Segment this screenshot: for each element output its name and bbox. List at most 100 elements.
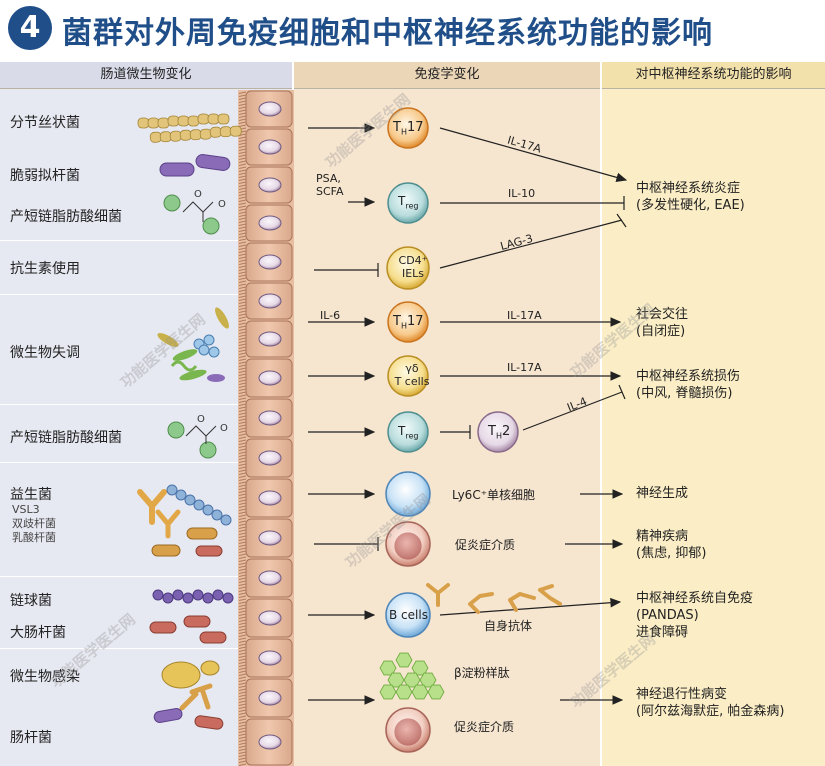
epithelial-cell — [245, 398, 293, 438]
label-sfb: 分节丝状菌 — [10, 115, 80, 131]
amyloid-hexagon — [395, 684, 413, 700]
outcome-psychiatric: 精神疾病(焦虑, 抑郁) — [636, 529, 707, 561]
probiotic-coccus — [220, 514, 232, 526]
signal-proinflam-2: 促炎症介质 — [454, 720, 515, 734]
probiotics-icon — [137, 484, 232, 557]
epithelial-cell — [245, 518, 293, 558]
signal-ly6c-monocyte: Ly6C⁺单核细胞 — [452, 488, 536, 502]
outcome-autoimmune: 中枢神经系统自免疫(PANDAS)进食障碍 — [636, 591, 754, 640]
amyloid-hexagon — [379, 684, 397, 700]
streptococcus-coccus — [222, 592, 234, 604]
th17-cell — [387, 107, 429, 149]
sfb-segment — [229, 125, 242, 137]
label-probiotics: 益生菌 — [10, 487, 52, 503]
probiotic-coccus — [193, 499, 205, 511]
signal-il17a-2: IL-17A — [507, 309, 542, 322]
label-scfa-producers: 产短链脂肪酸细菌 — [10, 209, 122, 225]
outcome-neurodegeneration: 神经退行性病变(阿尔兹海默症, 帕金森病) — [636, 687, 785, 719]
sfb-segment — [219, 126, 232, 138]
outcome-cns-injury: 中枢神经系统损伤(中风, 脊髓损伤) — [636, 369, 741, 401]
sfb-segment — [149, 131, 162, 143]
sfb-segment — [159, 131, 172, 143]
sfb-segment — [217, 113, 230, 125]
streptococcus-coccus — [172, 589, 184, 601]
label-streptococcus: 链球菌 — [10, 593, 52, 609]
microbiota-column-header: 肠道微生物变化 — [0, 62, 292, 89]
ly6c-monocyte-cell — [385, 471, 431, 517]
streptococcus-coccus — [182, 592, 194, 604]
th2-cell — [477, 411, 519, 453]
row-divider — [0, 462, 292, 463]
sfb-segment — [187, 115, 200, 127]
sfb-segment — [179, 129, 192, 141]
signal-autoantibody: 自身抗体 — [484, 619, 533, 633]
label-probiotics-sub-2: 双歧杆菌 — [12, 517, 56, 530]
signal-psa-scfa: PSA,SCFA — [316, 172, 344, 198]
proinflammatory-cell — [385, 521, 431, 567]
treg-cell-2 — [387, 411, 429, 453]
streptococcus-coccus — [192, 589, 204, 601]
amyloid-hexagon — [395, 652, 413, 668]
scfa-molecule-icon-2: O O — [167, 414, 228, 459]
cns-column-header: 对中枢神经系统功能的影响 — [602, 62, 825, 89]
epithelial-cell — [245, 638, 293, 678]
proinflammatory-cell-2 — [385, 707, 431, 753]
probiotic-coccus — [166, 484, 178, 496]
outcome-social: 社会交往(自闭症) — [636, 307, 689, 339]
probiotic-coccus — [211, 509, 223, 521]
svg-text:O: O — [218, 199, 226, 210]
signal-proinflam-1: 促炎症介质 — [455, 538, 516, 552]
label-bfragilis: 脆弱拟杆菌 — [10, 168, 80, 184]
epithelial-cell — [245, 718, 293, 766]
label-antibiotics: 抗生素使用 — [10, 261, 80, 277]
cell-treg2-label: Treg — [398, 424, 419, 441]
cell-treg-label: Treg — [398, 194, 419, 211]
bacteroides-icon — [159, 154, 231, 177]
infection-microbes-icon — [153, 660, 224, 730]
outcome-cns-inflammation: 中枢神经系统炎症(多发性硬化, EAE) — [636, 181, 745, 213]
signal-il17a-3: IL-17A — [507, 361, 542, 374]
probiotic-coccus — [202, 504, 214, 516]
probiotic-coccus — [184, 494, 196, 506]
sfb-segment — [167, 115, 180, 127]
cell-th17b-label: TH17 — [393, 314, 424, 331]
sfb-segment — [207, 113, 220, 125]
epithelial-cell — [245, 438, 293, 478]
streptococcus-coccus — [162, 592, 174, 604]
epithelial-cell — [245, 282, 293, 320]
row-divider — [0, 294, 292, 295]
amyloid-hexagon — [427, 684, 445, 700]
row-divider — [0, 576, 292, 577]
streptococcus-coccus — [212, 589, 224, 601]
epithelial-cell — [245, 358, 293, 398]
label-bacillus: 肠杆菌 — [10, 730, 52, 746]
immune-column: 免疫学变化 — [294, 62, 600, 766]
epithelial-cell — [245, 320, 293, 358]
section-number: 4 — [8, 6, 52, 50]
streptococcus-icon — [152, 589, 234, 604]
amyloid-beta-icon — [379, 652, 445, 700]
epithelial-cell — [245, 598, 293, 638]
amyloid-hexagon — [411, 684, 429, 700]
label-probiotics-sub-3: 乳酸杆菌 — [12, 531, 56, 544]
signal-arrows — [308, 123, 628, 705]
svg-text:O: O — [194, 189, 202, 200]
epithelial-cell — [245, 242, 293, 282]
immune-column-header: 免疫学变化 — [294, 62, 600, 89]
sfb-segment — [209, 126, 222, 138]
cd4-iel-cell — [386, 246, 430, 290]
treg-cell — [387, 182, 429, 224]
label-dysbiosis: 微生物失调 — [10, 345, 80, 361]
sfb-segment — [197, 113, 210, 125]
signal-il6: IL-6 — [320, 309, 341, 322]
gamma-delta-t-cell — [387, 355, 429, 397]
row-divider — [0, 404, 292, 405]
epithelial-cell — [245, 478, 293, 518]
segmented-filamentous-bacteria-icon — [137, 113, 242, 143]
scfa-molecule-icon: O O — [163, 189, 226, 235]
th17-cell-2 — [387, 301, 429, 343]
epithelial-cell — [245, 204, 293, 242]
svg-text:O: O — [220, 423, 228, 434]
